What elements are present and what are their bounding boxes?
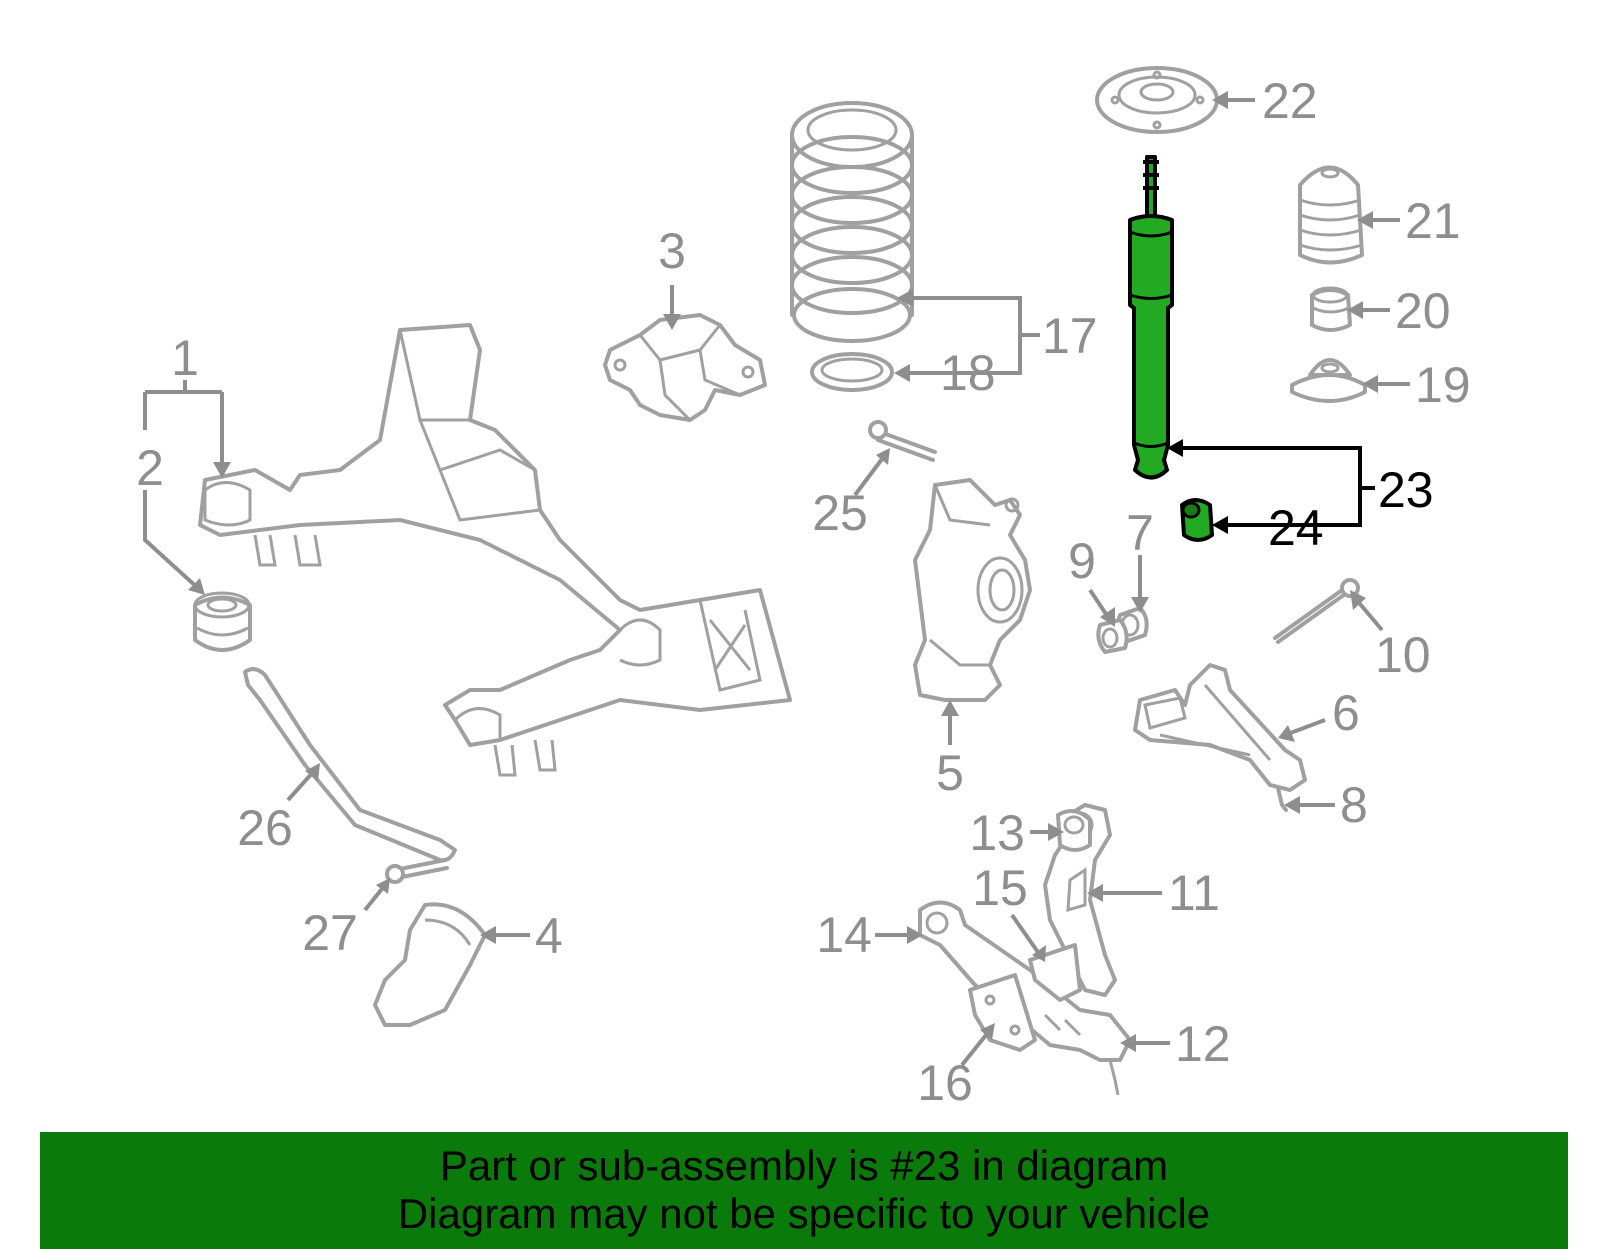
- callout-22[interactable]: 22: [1262, 73, 1318, 129]
- upper-control-arm-part[interactable]: [1133, 663, 1307, 792]
- shock-bushing-part[interactable]: [1180, 498, 1214, 542]
- caption-line-2: Diagram may not be specific to your vehi…: [397, 1190, 1211, 1237]
- mount-19-part[interactable]: [1290, 358, 1367, 403]
- cover-plate-part[interactable]: [373, 902, 487, 1027]
- highlight-arrowheads: [1167, 439, 1228, 534]
- bolt-27-part[interactable]: [385, 858, 449, 884]
- callout-13[interactable]: 13: [969, 805, 1025, 861]
- callout-23[interactable]: 23: [1378, 462, 1434, 518]
- callout-7[interactable]: 7: [1126, 505, 1154, 561]
- callout-4[interactable]: 4: [535, 908, 563, 964]
- callout-16[interactable]: 16: [917, 1055, 973, 1111]
- callout-24[interactable]: 24: [1268, 500, 1324, 556]
- mount-bracket-part[interactable]: [603, 313, 767, 422]
- caption-line-1: Part or sub-assembly is #23 in diagram: [439, 1142, 1169, 1189]
- coil-spring-part[interactable]: [790, 101, 914, 343]
- callout-17[interactable]: 17: [1042, 308, 1098, 364]
- crossmember-part[interactable]: [198, 323, 792, 777]
- callout-2[interactable]: 2: [136, 440, 164, 496]
- callout-1[interactable]: 1: [171, 330, 199, 386]
- upper-strut-mount-part[interactable]: [1095, 66, 1219, 134]
- callout-26[interactable]: 26: [237, 800, 293, 856]
- steering-knuckle-part[interactable]: [913, 478, 1032, 702]
- callout-3[interactable]: 3: [658, 223, 686, 279]
- callout-21[interactable]: 21: [1405, 193, 1461, 249]
- bump-stop-part[interactable]: [1310, 286, 1352, 332]
- spring-seat-part[interactable]: [810, 352, 894, 392]
- caption-banner: Part or sub-assembly is #23 in diagram D…: [40, 1132, 1568, 1249]
- callout-18[interactable]: 18: [940, 345, 996, 401]
- callout-14[interactable]: 14: [816, 907, 872, 963]
- callout-11[interactable]: 11: [1168, 865, 1220, 921]
- bushing-9-part[interactable]: [1096, 618, 1129, 654]
- subframe-bushing-part[interactable]: [193, 591, 252, 652]
- bolt-25-part[interactable]: [868, 420, 937, 462]
- callout-8[interactable]: 8: [1340, 777, 1368, 833]
- callout-6[interactable]: 6: [1332, 685, 1360, 741]
- callout-20[interactable]: 20: [1395, 283, 1451, 339]
- arrowheads: [188, 91, 1378, 1052]
- bolt-10-part[interactable]: [1273, 578, 1360, 644]
- callout-19[interactable]: 19: [1415, 357, 1471, 413]
- callout-5[interactable]: 5: [936, 745, 964, 801]
- callout-25[interactable]: 25: [812, 485, 868, 541]
- callout-27[interactable]: 27: [302, 905, 358, 961]
- shock-absorber-part[interactable]: [1128, 155, 1174, 480]
- bushing-13-part[interactable]: [1056, 809, 1092, 852]
- callout-9[interactable]: 9: [1068, 533, 1096, 589]
- callout-10[interactable]: 10: [1375, 627, 1431, 683]
- ball-joint-part[interactable]: [1276, 786, 1288, 812]
- stabilizer-link-part[interactable]: [243, 667, 457, 863]
- suspension-parts-diagram: 1 2 3 4 5 6 7 8 9 10 11 12 13 14 15 16 1…: [136, 66, 1471, 1111]
- callout-numbers: 1 2 3 4 5 6 7 8 9 10 11 12 13 14 15 16 1…: [136, 73, 1471, 1111]
- callout-12[interactable]: 12: [1175, 1016, 1231, 1072]
- callout-15[interactable]: 15: [972, 860, 1028, 916]
- dust-boot-part[interactable]: [1298, 165, 1364, 265]
